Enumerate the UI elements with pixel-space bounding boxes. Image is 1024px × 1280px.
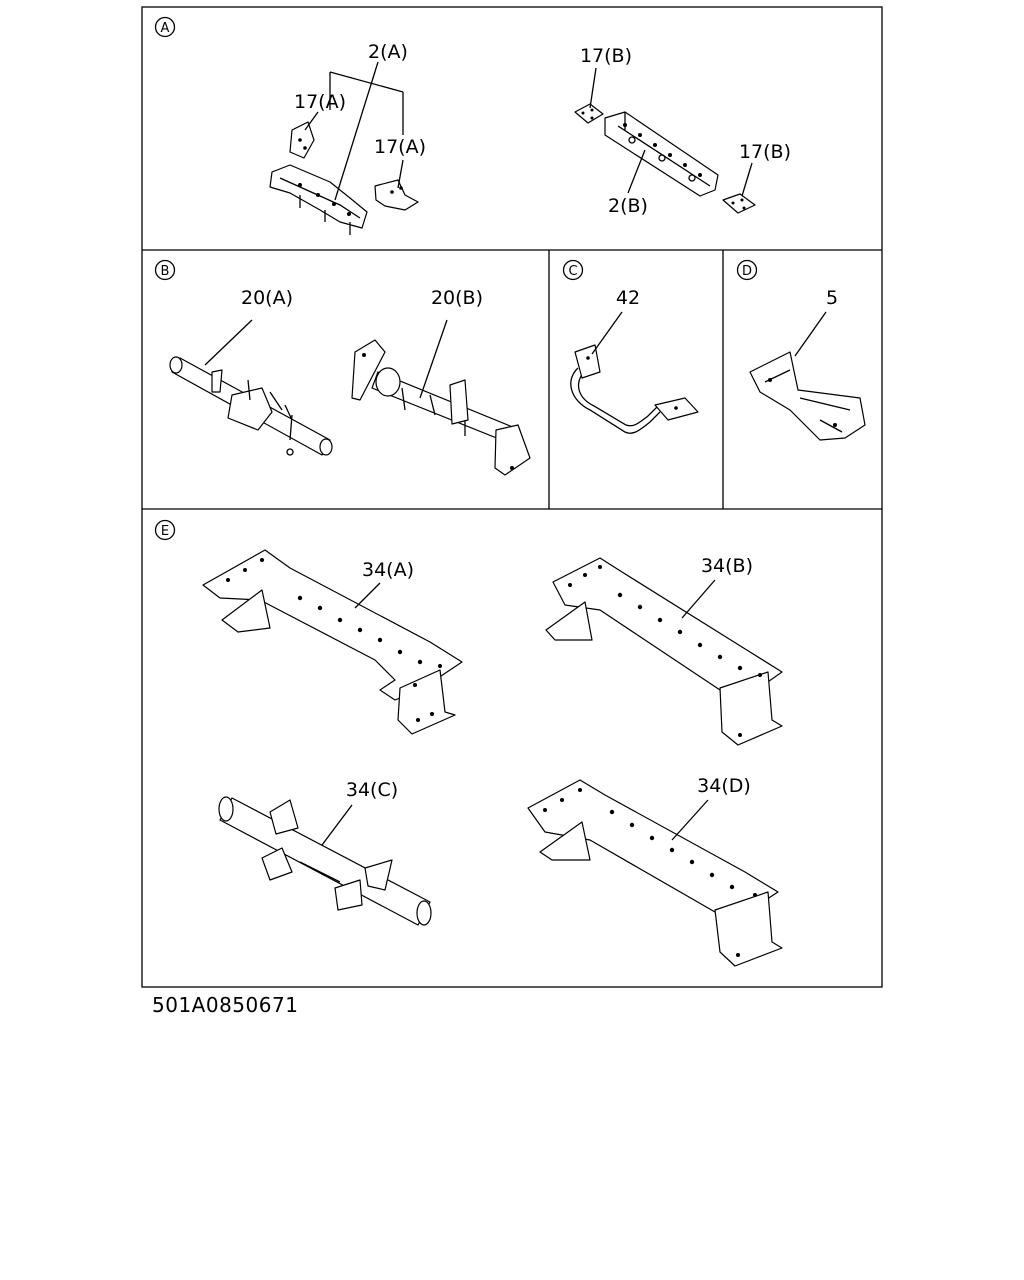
label-17a-1: 17(A): [294, 91, 346, 113]
leader-lines-a-left: [304, 61, 404, 201]
part-34c-drawing: [218, 796, 432, 926]
label-2b: 2(B): [608, 195, 648, 217]
section-b-marker-letter: B: [161, 264, 170, 279]
label-34b: 34(B): [701, 555, 753, 577]
label-34c: 34(C): [346, 779, 398, 801]
label-20b: 20(B): [431, 287, 483, 309]
part-2a-drawing: [269, 121, 419, 235]
leader-20a: [204, 319, 253, 366]
leader-34d: [671, 799, 709, 841]
label-2a: 2(A): [368, 41, 408, 63]
section-d: D 5: [736, 259, 866, 441]
part-34a-drawing: [202, 549, 463, 735]
part-2b-drawing: [574, 103, 756, 214]
part-20a-drawing: [169, 356, 333, 456]
label-34a: 34(A): [362, 559, 414, 581]
section-e-marker: E: [154, 519, 176, 541]
leader-34b: [681, 579, 716, 619]
label-42: 42: [616, 287, 640, 309]
section-b: B 20(A) 20(B): [154, 259, 531, 476]
label-17a-2: 17(A): [374, 136, 426, 158]
section-c-marker-letter: C: [568, 264, 577, 279]
part-20b-drawing: [351, 339, 531, 476]
part-42-drawing: [570, 344, 699, 434]
section-c-marker: C: [562, 259, 584, 281]
section-b-marker: B: [154, 259, 176, 281]
section-a: A 2(A) 17(A) 17(A): [154, 16, 791, 235]
label-17b-2: 17(B): [739, 141, 791, 163]
label-34d: 34(D): [697, 775, 751, 797]
section-c: C 42: [562, 259, 699, 434]
section-d-marker: D: [736, 259, 758, 281]
figure-code: 501A0850671: [152, 993, 299, 1017]
leader-20b: [419, 319, 448, 399]
section-e: E 34(A): [154, 519, 783, 967]
section-a-marker: A: [154, 16, 176, 38]
label-5: 5: [826, 287, 838, 309]
label-20a: 20(A): [241, 287, 293, 309]
section-a-marker-letter: A: [161, 21, 170, 36]
leader-lines-a-right: [589, 67, 753, 197]
leader-34c: [321, 804, 353, 846]
part-34d-drawing: [527, 779, 783, 967]
label-17b-1: 17(B): [580, 45, 632, 67]
section-e-marker-letter: E: [161, 524, 169, 539]
leader-42: [591, 311, 623, 355]
part-34b-drawing: [545, 557, 783, 746]
part-5-drawing: [749, 351, 866, 441]
section-d-marker-letter: D: [742, 264, 752, 279]
leader-34a: [354, 582, 381, 609]
leader-5: [794, 311, 827, 357]
diagram-frame: [141, 6, 883, 988]
